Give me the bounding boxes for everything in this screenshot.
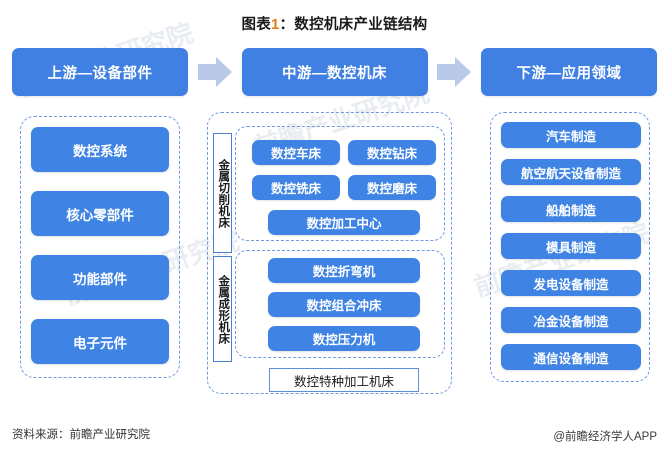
header-downstream[interactable]: 下游—应用领域: [481, 48, 657, 96]
midstream-item[interactable]: 数控压力机: [268, 326, 420, 351]
title-prefix: 图表: [241, 17, 272, 33]
downstream-item[interactable]: 航空航天设备制造: [501, 159, 641, 185]
upstream-item[interactable]: 电子元件: [31, 319, 169, 364]
upstream-container: 数控系统 核心零部件 功能部件 电子元件: [20, 116, 180, 378]
page-title: 图表1：数控机床产业链结构: [0, 13, 669, 34]
midstream-group-forming: [235, 250, 445, 358]
downstream-item[interactable]: 通信设备制造: [501, 344, 641, 370]
midstream-item[interactable]: 数控钻床: [348, 140, 436, 165]
midstream-item[interactable]: 数控铣床: [252, 175, 340, 200]
midstream-item[interactable]: 数控加工中心: [268, 210, 420, 235]
arrow-shaft: [437, 64, 457, 80]
source-note: 资料来源：前瞻产业研究院: [12, 429, 150, 441]
arrow-right-icon: [437, 57, 472, 87]
header-midstream[interactable]: 中游—数控机床: [241, 48, 428, 96]
arrow-right-icon: [197, 57, 232, 87]
arrow-shaft: [197, 64, 217, 80]
downstream-item[interactable]: 汽车制造: [501, 122, 641, 148]
header-upstream[interactable]: 上游—设备部件: [12, 48, 188, 96]
upstream-item[interactable]: 数控系统: [31, 127, 169, 172]
stage-header-row: 上游—设备部件 中游—数控机床 下游—应用领域: [12, 48, 657, 96]
brand-credit: @前瞻经济学人APP: [553, 431, 657, 443]
upstream-item[interactable]: 功能部件: [31, 255, 169, 300]
midstream-item[interactable]: 数控组合冲床: [268, 292, 420, 317]
title-number: 1: [271, 17, 280, 33]
arrow-head: [455, 57, 472, 87]
title-suffix: ：数控机床产业链结构: [279, 17, 428, 33]
upstream-item[interactable]: 核心零部件: [31, 191, 169, 236]
arrow-head: [215, 57, 232, 87]
midstream-group-label-forming: 金属成形机床: [213, 256, 232, 362]
downstream-item[interactable]: 冶金设备制造: [501, 307, 641, 333]
midstream-special-item[interactable]: 数控特种加工机床: [269, 368, 419, 392]
midstream-item[interactable]: 数控车床: [252, 140, 340, 165]
midstream-group-label-cutting: 金属切削机床: [213, 133, 232, 253]
midstream-item[interactable]: 数控磨床: [348, 175, 436, 200]
downstream-item[interactable]: 模具制造: [501, 233, 641, 259]
arrow-slot-2: [428, 57, 482, 87]
downstream-item[interactable]: 船舶制造: [501, 196, 641, 222]
midstream-group-cutting: [235, 126, 445, 241]
midstream-container: [207, 112, 452, 394]
arrow-slot-1: [188, 57, 242, 87]
downstream-item[interactable]: 发电设备制造: [501, 270, 641, 296]
downstream-container: 汽车制造 航空航天设备制造 船舶制造 模具制造 发电设备制造 冶金设备制造 通信…: [490, 112, 650, 382]
midstream-item[interactable]: 数控折弯机: [268, 258, 420, 283]
